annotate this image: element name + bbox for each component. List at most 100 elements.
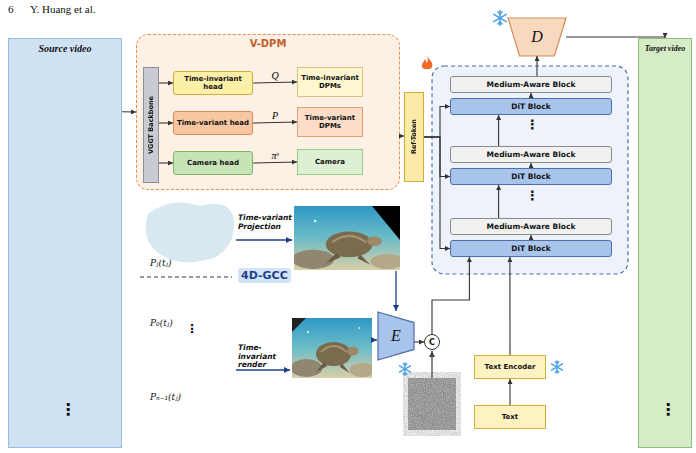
connector-arrow <box>424 107 450 138</box>
node-label: DiT Block <box>511 102 550 111</box>
connector-arrow <box>509 257 510 355</box>
concat-circle: C <box>424 334 440 350</box>
node-label: Medium-Aware Block <box>487 80 576 89</box>
node-label: Camera head <box>187 159 239 167</box>
point-cloud <box>138 196 240 268</box>
node-label: Time-invariant head <box>174 75 252 91</box>
node-label: Medium-Aware Block <box>487 150 576 159</box>
dit-group-box <box>432 66 628 274</box>
node-label: D <box>531 28 543 46</box>
encoder-trapezoid-outline <box>378 312 414 360</box>
dit-block: DiT Block <box>450 240 612 257</box>
page-number: 6 <box>8 3 14 15</box>
head-box: Time-invariant head <box>173 71 253 95</box>
connector-arrow <box>498 115 499 146</box>
render-mask <box>372 206 400 240</box>
connector-arrow <box>253 82 297 83</box>
module-name: 4D-GCC <box>238 268 291 283</box>
cloud-label: Pₙ₋₁(tⱼ) <box>150 392 181 402</box>
node-label: VGGT Backbone <box>147 96 155 154</box>
encoder-trapezoid: E <box>378 312 414 360</box>
encoder-box: Text Encoder <box>474 355 546 379</box>
connector-arrow <box>530 235 531 240</box>
connector-arrow <box>400 135 404 136</box>
arrow-caption: Time-invariant render <box>238 344 294 370</box>
snowflake-icon <box>552 361 563 374</box>
ellipsis: ⋮ <box>60 400 76 419</box>
encode-arrow <box>395 271 396 311</box>
medium-aware-block: Medium-Aware Block <box>450 218 612 235</box>
snowflake-icon <box>494 11 506 25</box>
snowflake-icon <box>400 363 411 376</box>
node-label: Text <box>502 413 518 421</box>
projection-arrow <box>236 239 292 240</box>
connector-arrow <box>424 137 450 249</box>
connector-arrow <box>159 122 173 123</box>
trainable-icon <box>422 56 433 69</box>
node-label: DiT Block <box>511 244 550 253</box>
connector-arrow <box>536 56 537 76</box>
ellipsis: ⋮ <box>526 188 539 203</box>
medium-aware-block: Medium-Aware Block <box>450 76 612 93</box>
connector-arrow <box>159 162 173 163</box>
arrow-caption: Time-variant Projection <box>238 214 296 231</box>
input-box: Text <box>474 405 546 429</box>
render-image <box>290 318 375 378</box>
connector-arrow <box>253 122 297 123</box>
render-image <box>292 206 404 270</box>
connector-arrow <box>414 341 424 342</box>
noise-arrow <box>431 351 432 378</box>
node-label: Time-variant head <box>177 119 249 127</box>
connector-arrow <box>159 82 173 83</box>
connector-arrow <box>253 162 297 163</box>
node-label: Target video <box>645 44 685 53</box>
decoder-trapezoid: D <box>508 18 566 56</box>
node-label: C <box>429 338 435 347</box>
connector-arrow <box>498 185 499 218</box>
dit-block: DiT Block <box>450 98 612 115</box>
connector-arrow <box>122 111 136 112</box>
output-box: Time-variant DPMs <box>297 107 363 137</box>
connector-arrow <box>566 37 665 38</box>
render-arrow <box>236 369 290 370</box>
connector-arrow <box>530 93 531 98</box>
encode-arrow <box>372 339 377 340</box>
leader-arrows <box>236 240 432 378</box>
node-label: Camera <box>315 158 345 166</box>
connector-arrow <box>424 137 450 177</box>
noise-square <box>408 378 456 430</box>
ellipsis: ⋮ <box>660 400 676 419</box>
node-label: Time-invariant DPMs <box>298 74 362 90</box>
decoder-trapezoid-outline <box>508 18 566 56</box>
head-box: Time-variant head <box>173 111 253 135</box>
cloud-label: P₀(tⱼ) <box>150 318 173 328</box>
output-box: Camera <box>297 149 363 175</box>
node-label: DiT Block <box>511 172 550 181</box>
separator-line <box>140 277 232 278</box>
edge-label: Q <box>271 70 278 81</box>
output-box: Time-invariant DPMs <box>297 67 363 97</box>
node-label: Medium-Aware Block <box>487 222 576 231</box>
ellipsis: ⋮ <box>526 117 539 132</box>
ellipsis: ⋮ <box>186 322 198 336</box>
running-header: Y. Huang et al. <box>30 3 95 15</box>
video-panel: Source video <box>8 38 122 448</box>
point-cloud <box>146 202 234 262</box>
ref-token-bar: Ref-Token <box>404 92 424 182</box>
node-label: Time-variant DPMs <box>298 114 362 130</box>
edge-label: πˢ <box>271 150 278 161</box>
node-label: Source video <box>38 43 91 54</box>
connector-arrow <box>432 257 469 334</box>
point-cloud <box>138 338 240 394</box>
point-clouds <box>138 196 240 394</box>
medium-aware-block: Medium-Aware Block <box>450 146 612 163</box>
connector-arrow <box>509 379 510 405</box>
node-label: E <box>391 327 401 345</box>
render-mask <box>292 318 306 332</box>
noise-square <box>408 378 456 430</box>
dit-block: DiT Block <box>450 168 612 185</box>
node-label: V-DPM <box>250 38 287 49</box>
